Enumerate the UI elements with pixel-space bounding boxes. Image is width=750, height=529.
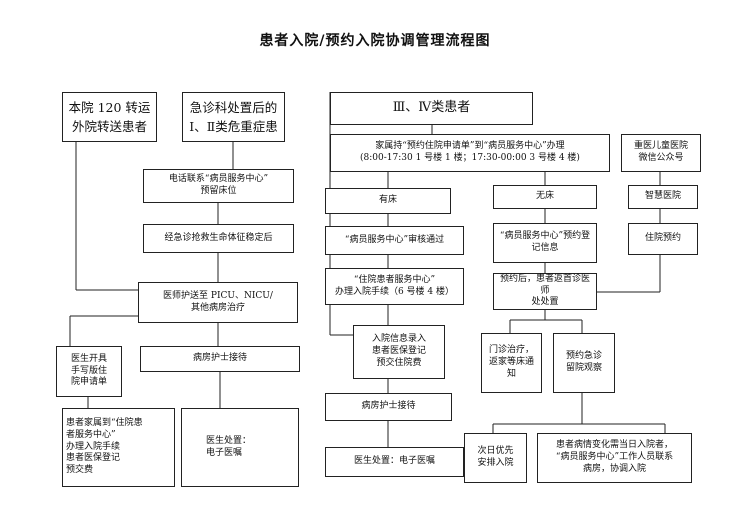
node-ward-nurse-reception-mid: 病房护士接待 [325, 393, 452, 421]
node-admission-info-entry: 入院信息录入 患者医保登记 预交住院费 [353, 325, 445, 379]
node-smart-hospital: 智慧医院 [628, 185, 698, 209]
node-phone-reserve-bed: 电话联系“病员服务中心” 预留床位 [143, 169, 294, 203]
node-stabilized-vitals: 经急诊抢救生命体征稳定后 [143, 224, 294, 253]
node-wechat-official-account: 重医儿童医院 微信公众号 [621, 134, 701, 172]
node-return-to-first-doctor: 预约后，患者返首诊医师 处处置 [493, 273, 597, 310]
node-appointment-application: 家属持“预约住院申请单”到“病员服务中心”办理 (8:00-17:30 1 号楼… [330, 134, 610, 172]
node-doctor-electronic-orders-left: 医生处置： 电子医嘱 [181, 408, 299, 487]
node-outpatient-wait-home: 门诊治疗， 返家等床通 知 [481, 333, 542, 393]
node-escort-to-picu-nicu: 医师护送至 PICU、NICU/ 其他病房治疗 [138, 282, 298, 323]
node-ward-nurse-reception-left: 病房护士接待 [140, 346, 300, 372]
node-no-bed: 无床 [493, 185, 597, 209]
node-service-center-approval: “病员服务中心”审核通过 [325, 226, 464, 255]
node-class-3-4-patients: Ⅲ、Ⅳ类患者 [330, 92, 533, 125]
node-priority-admission-next-day: 次日优先 安排入院 [464, 433, 527, 483]
node-same-day-admission: 患者病情变化需当日入院者， “病员服务中心”工作人员联系 病房，协调入院 [537, 433, 692, 483]
page-title: 患者入院/预约入院协调管理流程图 [259, 33, 491, 49]
node-120-transfer-patients: 本院 120 转运 外院转送患者 [62, 92, 157, 142]
node-bed-available: 有床 [325, 188, 451, 214]
node-inpatient-service-center: “住院患者服务中心” 办理入院手续（6 号楼 4 楼） [325, 268, 464, 305]
node-emergency-observation: 预约急诊 留院观察 [553, 333, 615, 393]
node-family-admission-procedures: 患者家属到“住院患 者服务中心” 办理入院手续 患者医保登记 预交费 [62, 408, 175, 487]
node-emergency-critical-patients: 急诊科处置后的 Ⅰ、Ⅱ类危重症患 [182, 92, 285, 142]
node-handwritten-admission-form: 医生开具 手写版住 院申请单 [56, 346, 122, 397]
node-doctor-electronic-orders-mid: 医生处置：电子医嘱 [325, 447, 464, 477]
node-reservation-registration: “病员服务中心”预约登 记信息 [493, 223, 597, 263]
node-admission-reservation: 住院预约 [628, 223, 698, 255]
